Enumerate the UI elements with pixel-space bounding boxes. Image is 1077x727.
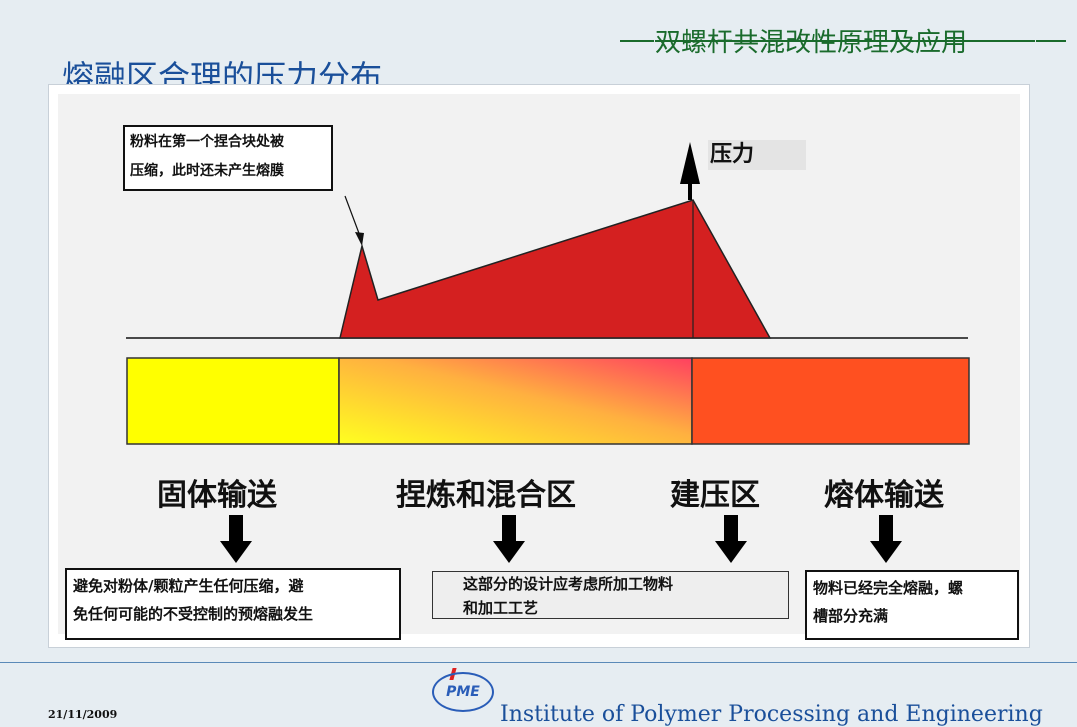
down-arrow-4: [870, 515, 902, 563]
pressure-profile: [339, 199, 772, 339]
zone-bar-solid-conveying: [126, 357, 340, 445]
pressure-axis-label: 压力: [708, 140, 806, 170]
footer-date: 21/11/2009: [48, 708, 118, 721]
note-melt-conveying: 物料已经完全熔融，螺 槽部分充满: [805, 570, 1019, 640]
header-rule-right: [1036, 40, 1066, 42]
zone-label-kneading-mixing: 捏炼和混合区: [396, 478, 576, 513]
header-rule-left: [620, 40, 654, 42]
callout-pointer-head: [355, 232, 364, 246]
header-strike-rule: [655, 40, 1035, 42]
pressure-axis-arrowhead: [680, 142, 700, 184]
course-title: 双螺杆共混改性原理及应用: [655, 28, 968, 58]
down-arrow-3: [715, 515, 747, 563]
down-arrow-2: [493, 515, 525, 563]
zone-label-melt-conveying: 熔体输送: [824, 478, 944, 513]
zone-bar-kneading: [338, 357, 693, 445]
note-2-line-2: 和加工工艺: [463, 599, 539, 617]
callout-first-kneading-block: 粉料在第一个捏合块处被 压缩，此时还未产生熔膜: [123, 125, 333, 191]
callout-pointer: [344, 195, 361, 237]
note-solid-conveying: 避免对粉体/颗粒产生任何压缩，避 免任何可能的不受控制的预熔融发生: [65, 568, 401, 640]
callout-line-1: 粉料在第一个捏合块处被: [130, 134, 284, 150]
note-1-line-1: 避免对粉体/颗粒产生任何压缩，避: [73, 577, 304, 595]
note-kneading-mixing: 这部分的设计应考虑所加工物料 和加工工艺: [432, 571, 789, 619]
footer-divider: [0, 662, 1077, 663]
zone-label-pressure-build: 建压区: [670, 478, 760, 513]
down-arrow-1: [220, 515, 252, 563]
callout-line-2: 压缩，此时还未产生熔膜: [130, 163, 284, 179]
note-3-line-1: 物料已经完全熔融，螺: [813, 579, 964, 597]
pme-logo: PME: [432, 672, 494, 712]
note-1-line-2: 免任何可能的不受控制的预熔融发生: [73, 605, 314, 623]
zone-label-solid-conveying: 固体输送: [157, 478, 277, 513]
zone-bar-pressure-build: [691, 357, 970, 445]
note-2-line-1: 这部分的设计应考虑所加工物料: [463, 575, 674, 593]
footer-institute-name: Institute of Polymer Processing and Engi…: [500, 702, 1043, 727]
note-3-line-2: 槽部分充满: [813, 607, 889, 625]
